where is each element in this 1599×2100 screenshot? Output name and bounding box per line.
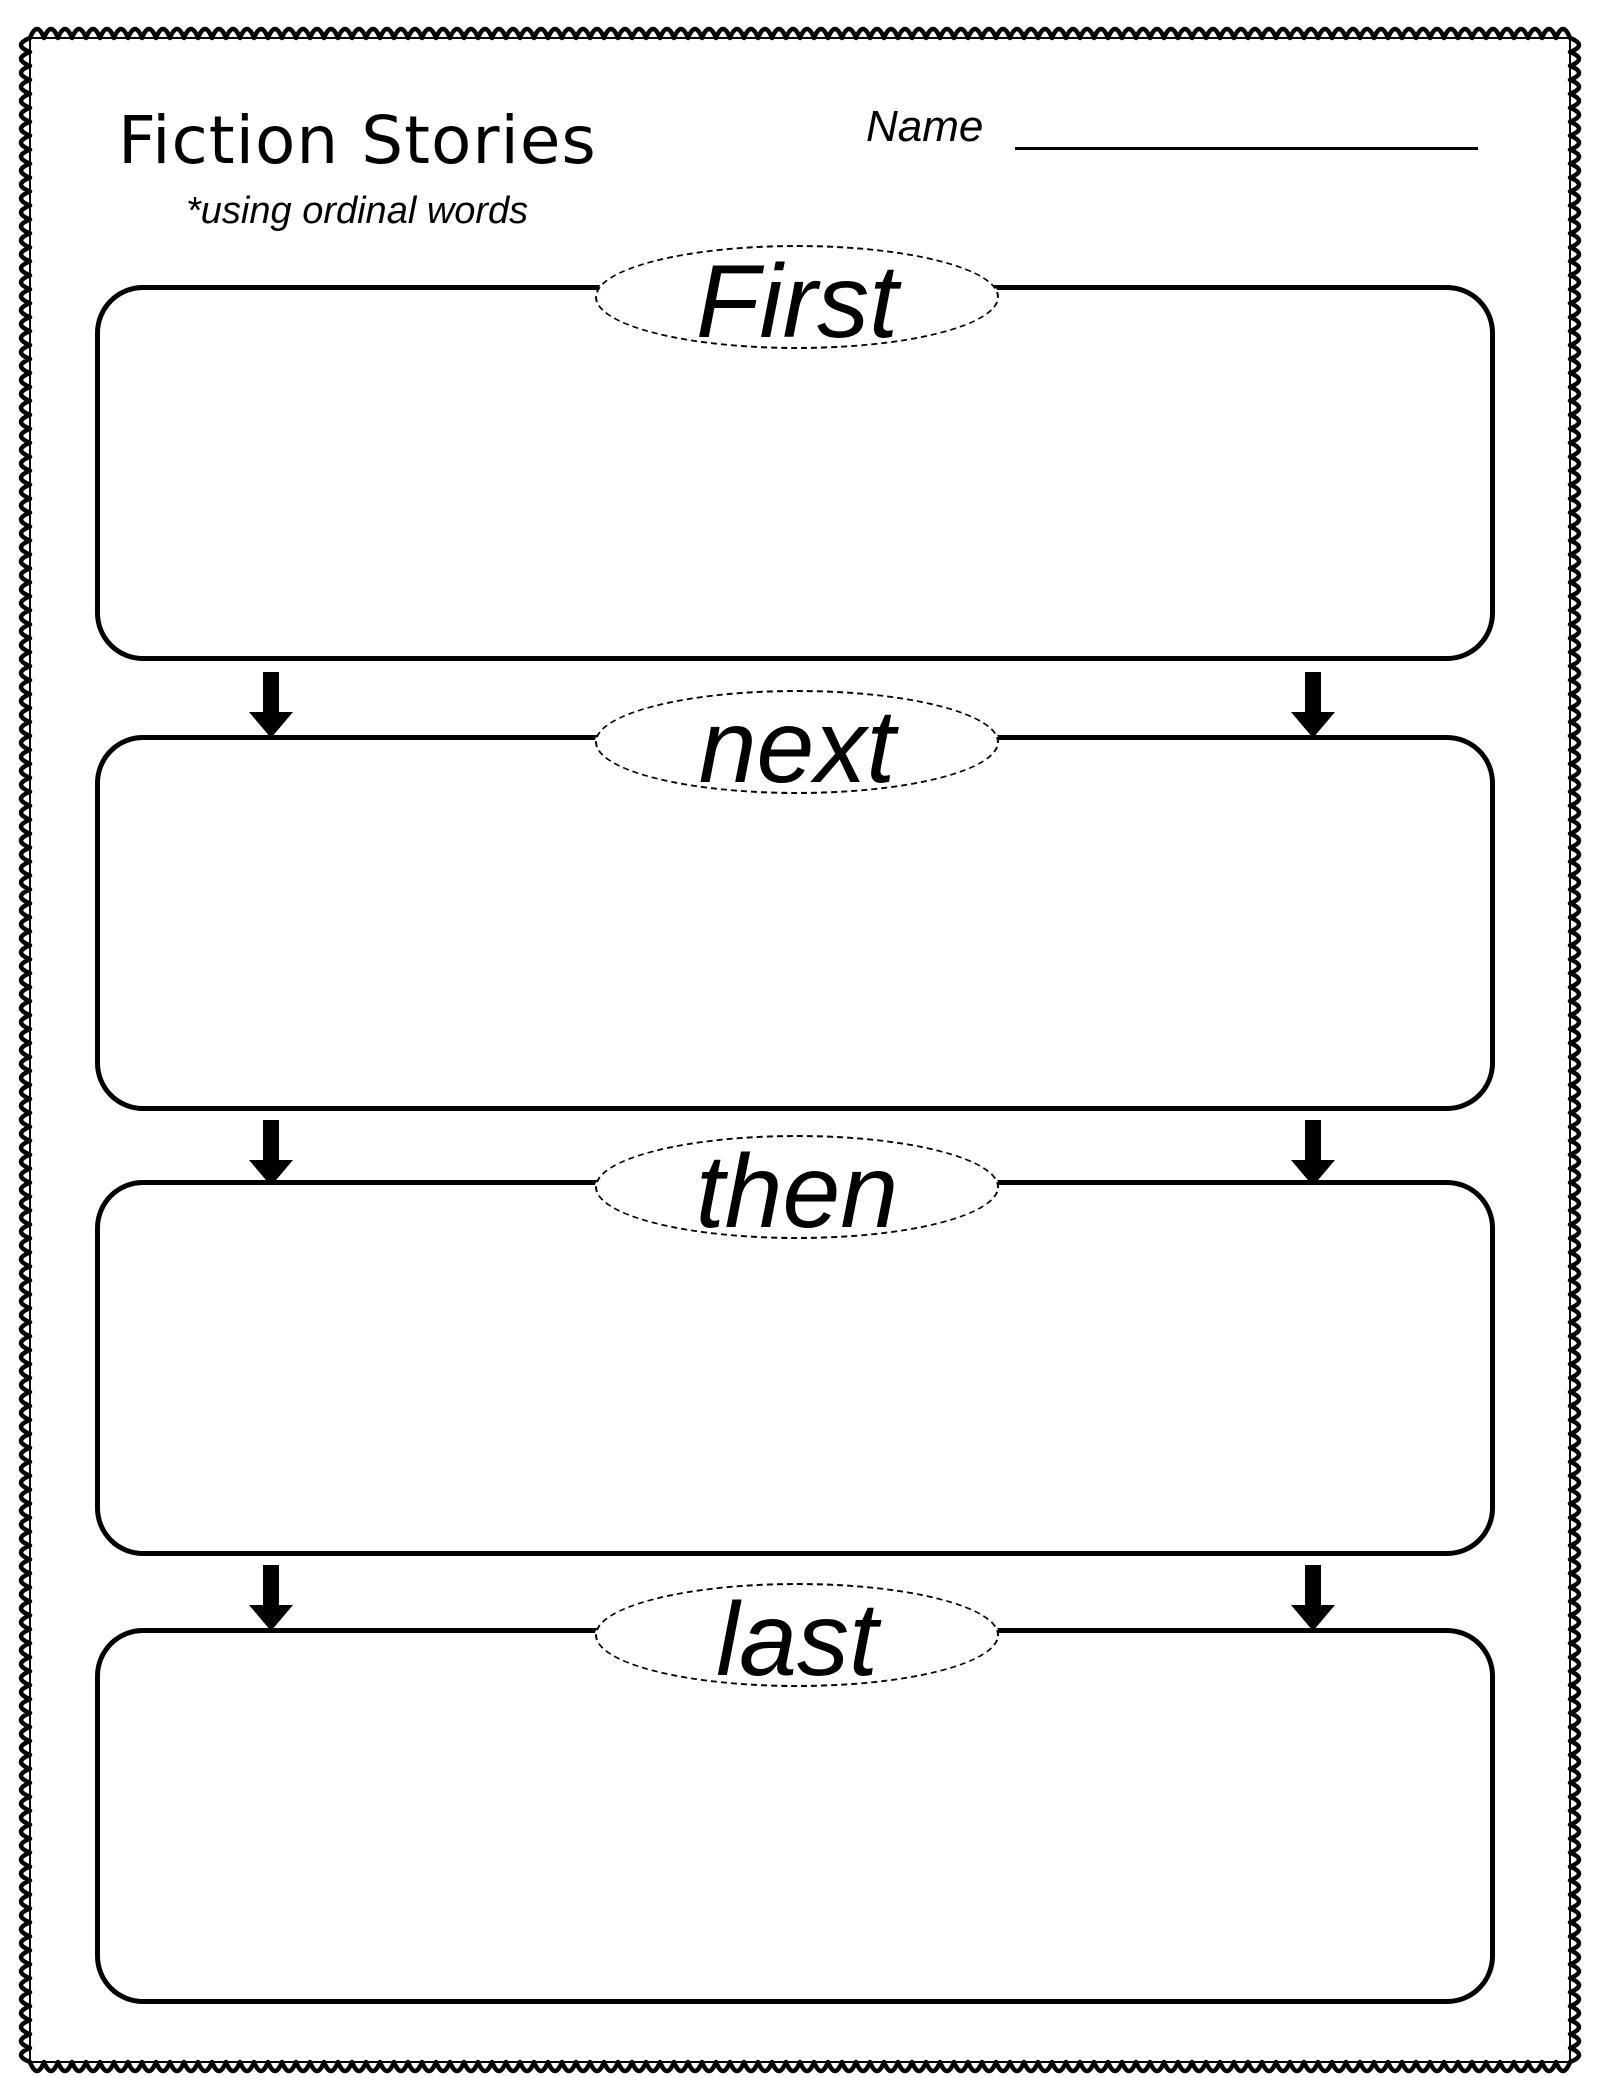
down-arrow-icon [249, 672, 293, 738]
down-arrow-icon [249, 1565, 293, 1631]
section-label-first: First [695, 244, 899, 360]
worksheet-subtitle: *using ordinal words [186, 190, 529, 232]
story-box-last[interactable] [95, 1628, 1495, 2004]
section-oval-next [595, 690, 999, 794]
name-label: Name [866, 102, 984, 151]
story-box-then[interactable] [95, 1180, 1495, 1556]
name-write-line[interactable] [1015, 147, 1478, 150]
section-oval-then [595, 1135, 999, 1239]
section-label-next: next [698, 689, 896, 805]
down-arrow-icon [1291, 1120, 1335, 1186]
section-oval-first [595, 245, 999, 349]
down-arrow-icon [1291, 1565, 1335, 1631]
section-label-then: then [695, 1134, 899, 1250]
down-arrow-icon [1291, 672, 1335, 738]
story-box-next[interactable] [95, 735, 1495, 1111]
section-label-last: last [716, 1582, 878, 1698]
section-oval-last [595, 1583, 999, 1687]
worksheet-title: Fiction Stories [118, 102, 597, 179]
down-arrow-icon [249, 1120, 293, 1186]
